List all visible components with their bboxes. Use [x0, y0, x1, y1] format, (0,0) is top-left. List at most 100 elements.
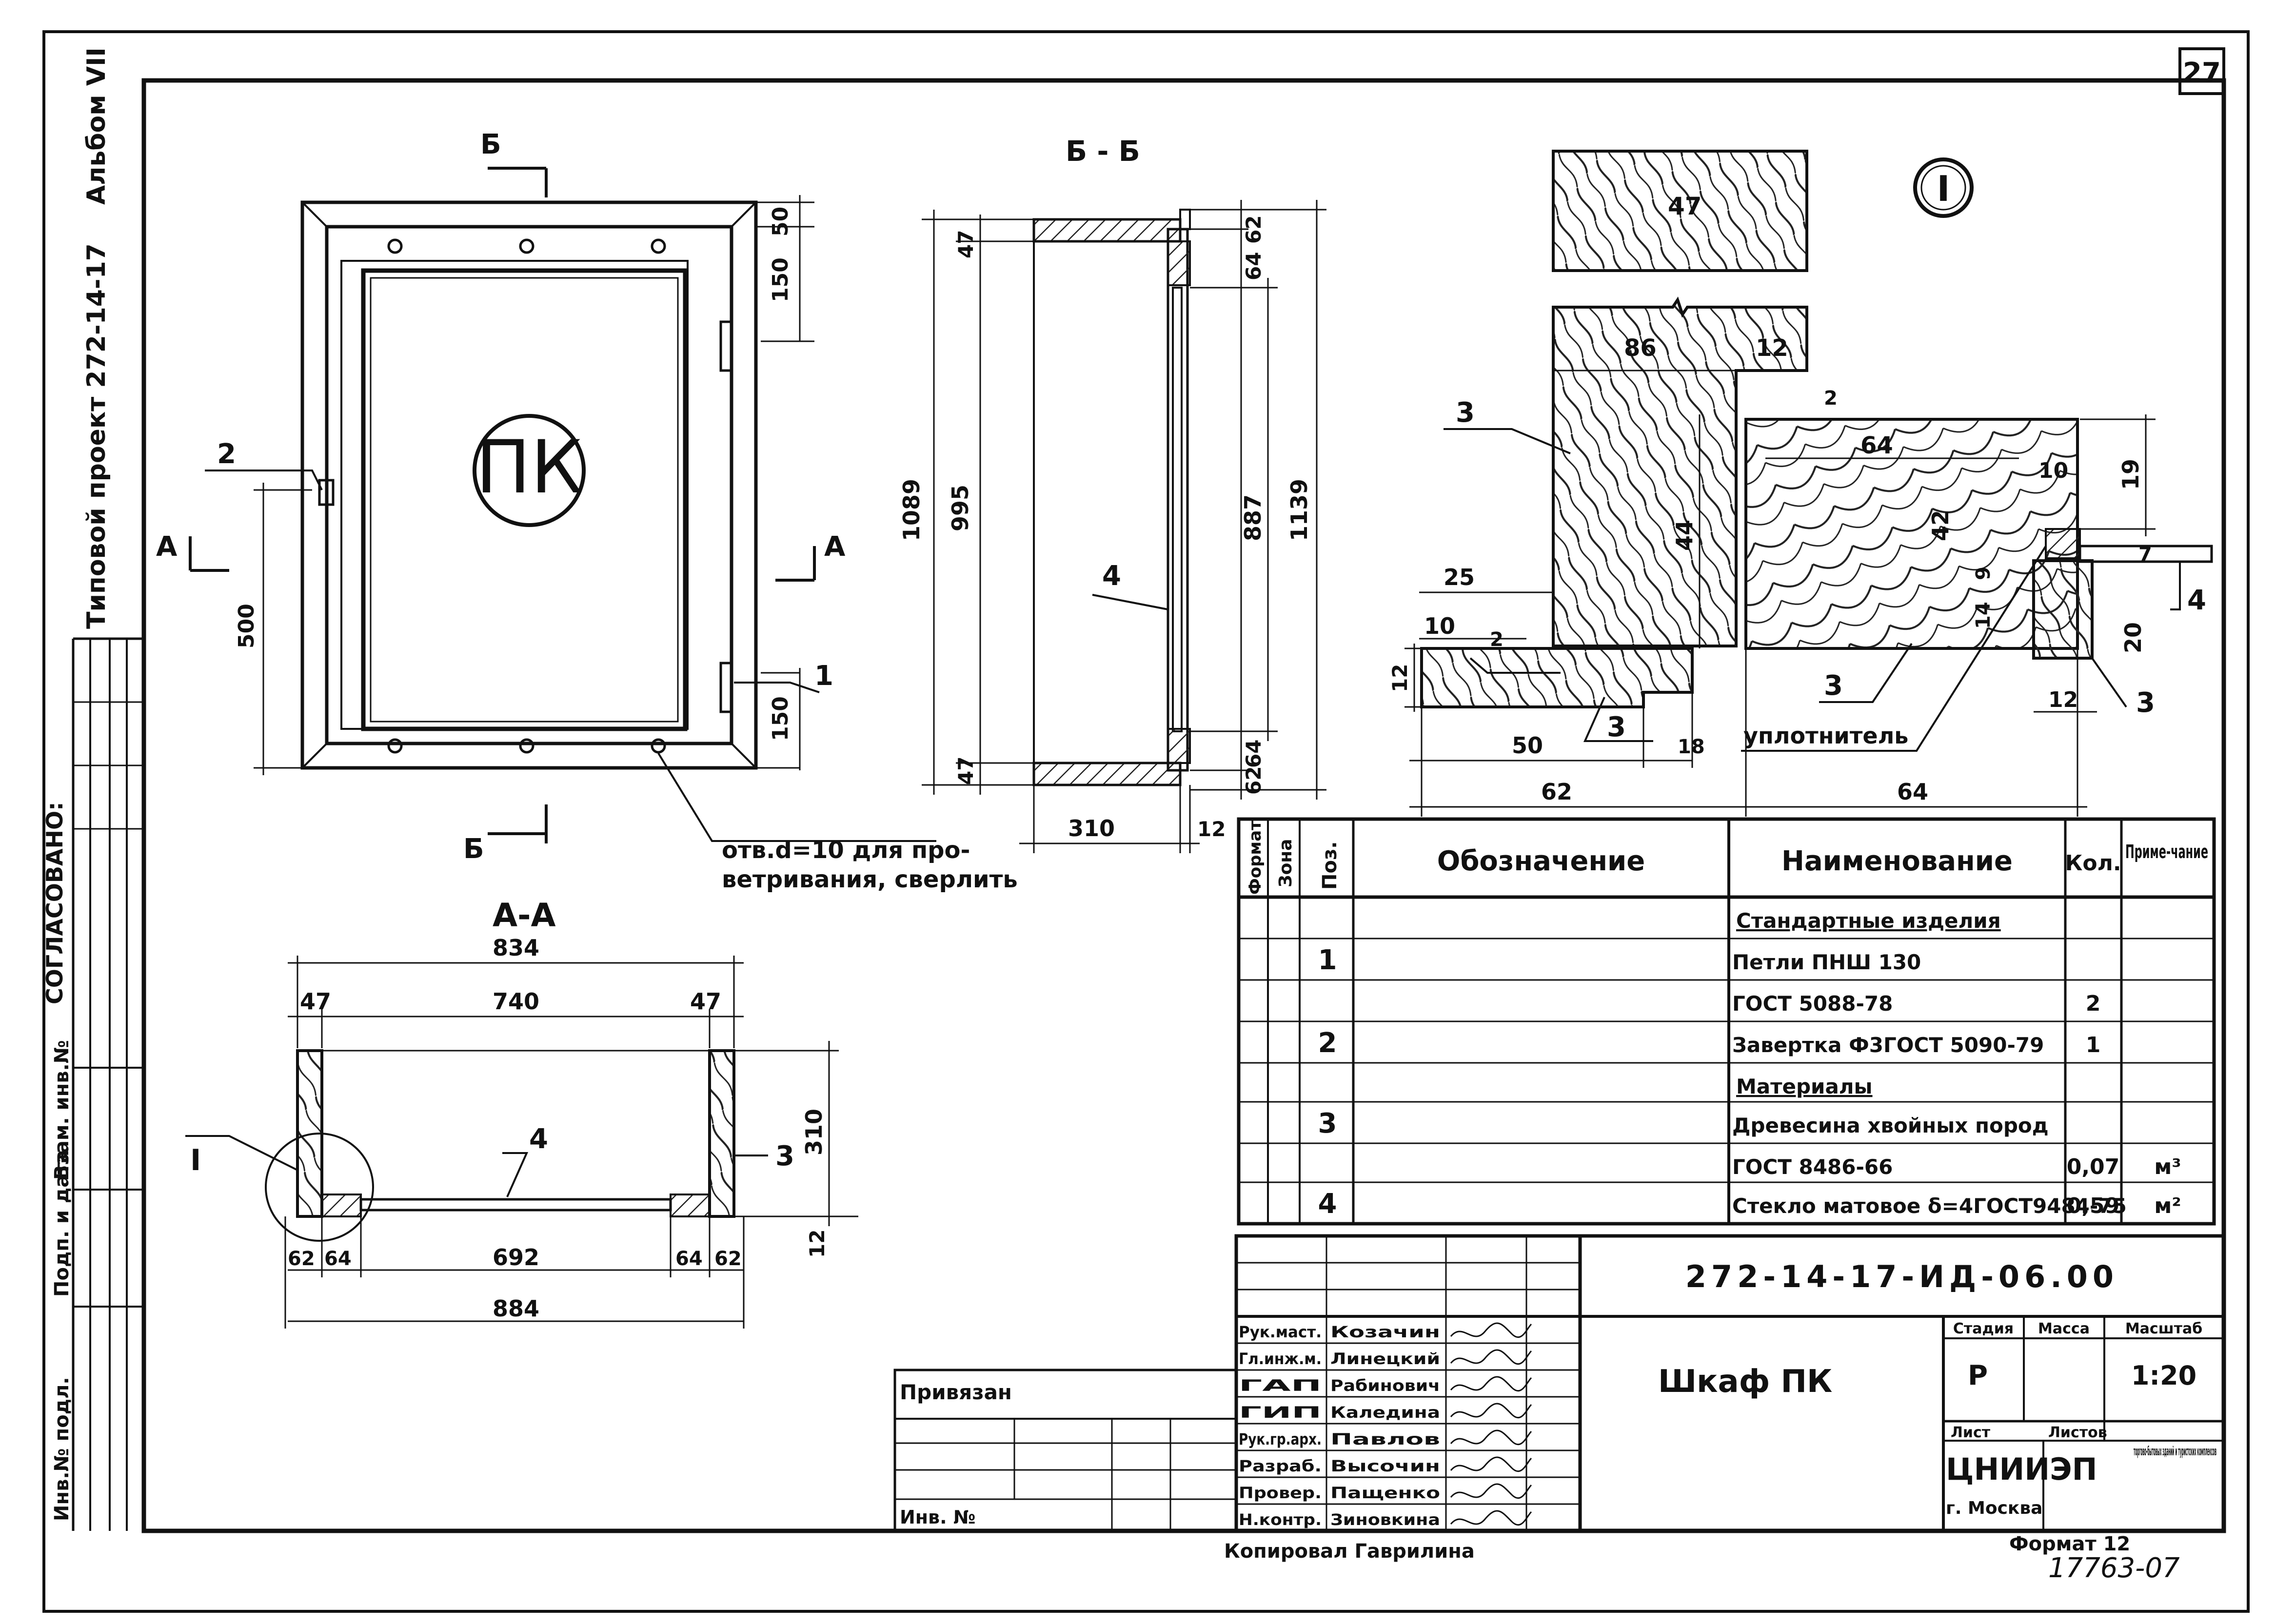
detail-dim-86: 86	[1624, 334, 1657, 362]
spec-table: Формат Зона Поз. Обозначение Наименовани…	[1237, 817, 2216, 1226]
spec-row-pos: 4	[1318, 1188, 1337, 1220]
spec-row-name: Древесина хвойных пород	[1732, 1114, 2049, 1137]
spec-row-note: м³	[2154, 1154, 2181, 1179]
dim-47-top: 47	[954, 230, 978, 258]
section-mark-b-bottom: Б	[463, 833, 484, 865]
dim-500: 500	[234, 604, 259, 648]
role-person: Козачин	[1330, 1323, 1440, 1341]
front-view: ПК Б Б А А 2 1 отв.d=10 для про- ветрива…	[156, 129, 1018, 893]
role-label: Рук.гр.арх.	[1239, 1430, 1322, 1448]
vent-note-line1: отв.d=10 для про-	[722, 837, 970, 864]
hinge-icon	[719, 320, 733, 372]
detail-dim-10b: 10	[1424, 613, 1455, 639]
dim-884: 884	[493, 1295, 539, 1322]
role-label: ГАП	[1239, 1376, 1322, 1395]
hinge-icon	[719, 662, 733, 713]
dim-310: 310	[1068, 815, 1115, 841]
detail-dim-47: 47	[1668, 192, 1702, 220]
stage-header: Стадия	[1953, 1320, 2014, 1337]
detail-dim-62: 62	[1541, 779, 1572, 805]
spec-row-name: Петли ПНШ 130	[1732, 950, 1921, 974]
detail-dim-12c: 12	[2048, 687, 2078, 712]
section-mark-a-right: А	[824, 531, 846, 563]
detail-dim-7: 7	[2138, 543, 2152, 566]
role-label: Провер.	[1239, 1484, 1322, 1502]
scale-value: 1:20	[2131, 1360, 2196, 1391]
detail-dim-42: 42	[1927, 510, 1954, 541]
vent-hole	[519, 238, 534, 254]
page-number: 27	[2183, 57, 2221, 89]
detail-i-circle	[265, 1133, 374, 1242]
inv-label: Инв. №	[900, 1507, 976, 1528]
dim-47-bottom: 47	[954, 757, 978, 785]
dim-47-left: 47	[300, 988, 331, 1015]
copied-by: Копировал Гаврилина	[1224, 1540, 1475, 1563]
dim-310-aa: 310	[801, 1109, 827, 1155]
spec-row-name: ГОСТ 5088-78	[1732, 992, 1893, 1016]
scale-header: Масштаб	[2125, 1320, 2202, 1337]
pk-mark-circle	[473, 414, 586, 527]
role-person: Рабинович	[1330, 1376, 1440, 1395]
page-number-box	[2178, 47, 2225, 95]
dim-64-aa-right: 64	[675, 1248, 703, 1270]
spec-row-pos: 3	[1318, 1108, 1337, 1139]
role-person: Зиновкина	[1330, 1510, 1440, 1529]
detail-dim-25: 25	[1444, 564, 1475, 590]
detail-dim-64a: 64	[1860, 432, 1893, 459]
detail-callout-3d: 3	[2136, 687, 2155, 719]
spec-row-note: м²	[2154, 1194, 2181, 1218]
spec-row-name: Стекло матовое δ=4ГОСТ9484-75	[1732, 1194, 2127, 1218]
spec-header-designation: Обозначение	[1437, 845, 1645, 877]
detail-callout-3b: 3	[1607, 711, 1626, 743]
margin-cell-replace-inv: Взам. инв.№	[51, 1040, 73, 1180]
dim-64-bottom: 64	[1242, 740, 1266, 768]
dim-1139: 1139	[1286, 479, 1312, 541]
stage-value: Р	[1968, 1360, 1988, 1391]
section-bb: Б - Б 4 1089 995 47 47 62 64 887 64 62 1…	[898, 135, 1326, 853]
vent-hole	[387, 738, 403, 754]
dim-692: 692	[493, 1244, 539, 1271]
detail-dim-12b: 12	[1388, 664, 1412, 692]
vent-hole	[387, 238, 403, 254]
vent-hole	[519, 738, 534, 754]
detail-dim-64b: 64	[1897, 779, 1928, 805]
callout-2: 2	[217, 438, 236, 470]
dim-62-top: 62	[1242, 215, 1266, 244]
section-bb-callout-4: 4	[1102, 560, 1121, 592]
spec-header-zone: Зона	[1276, 839, 1296, 887]
spec-row-name: Стандартные изделия	[1736, 909, 2001, 933]
detail-callout-3c: 3	[1824, 670, 1843, 702]
role-label: Гл.инж.м.	[1239, 1350, 1322, 1368]
margin-cell-sign-date: Подп. и дата	[51, 1150, 73, 1297]
org-name: ЦНИИЭП	[1946, 1451, 2097, 1487]
dim-995: 995	[947, 485, 973, 531]
role-person: Пащенко	[1330, 1484, 1440, 1502]
sheet-header: Лист	[1951, 1424, 1991, 1441]
doc-label: Типовой проект 272-14-17	[82, 243, 111, 629]
spec-row-qty: 0,59	[2067, 1194, 2120, 1218]
spec-header-pos: Поз.	[1319, 841, 1341, 890]
signature-icon	[1450, 1456, 1532, 1472]
role-label: Рук.маст.	[1239, 1323, 1322, 1341]
dim-62-aa-left: 62	[288, 1248, 315, 1270]
spec-header-note: Приме-чание	[2125, 841, 2208, 862]
pk-mark-label: ПК	[475, 425, 582, 510]
dim-740: 740	[493, 988, 539, 1015]
role-person: Высочин	[1330, 1457, 1440, 1475]
spec-row-pos: 1	[1318, 944, 1337, 976]
spec-row-name: Завертка Ф3ГОСТ 5090-79	[1732, 1033, 2044, 1057]
detail-dim-50: 50	[1512, 732, 1543, 759]
org-city: г. Москва	[1946, 1498, 2042, 1518]
sheets-header: Листов	[2048, 1424, 2107, 1441]
detail-i-mark	[1913, 157, 1974, 218]
signature-icon	[1450, 1322, 1532, 1338]
role-person: Павлов	[1330, 1430, 1440, 1448]
spec-header-name: Наименование	[1781, 845, 2013, 877]
margin-cell-inv-orig: Инв.№ подл.	[51, 1377, 73, 1521]
section-bb-title: Б - Б	[1066, 135, 1140, 168]
role-person: Линецкий	[1330, 1350, 1440, 1368]
section-aa-callout-i: I	[190, 1143, 201, 1177]
detail-i: I 47 86 12 2 64 10 19 25 44 42 9 14 7 20…	[1388, 150, 2213, 817]
spec-header-format: Формат	[1246, 821, 1265, 895]
